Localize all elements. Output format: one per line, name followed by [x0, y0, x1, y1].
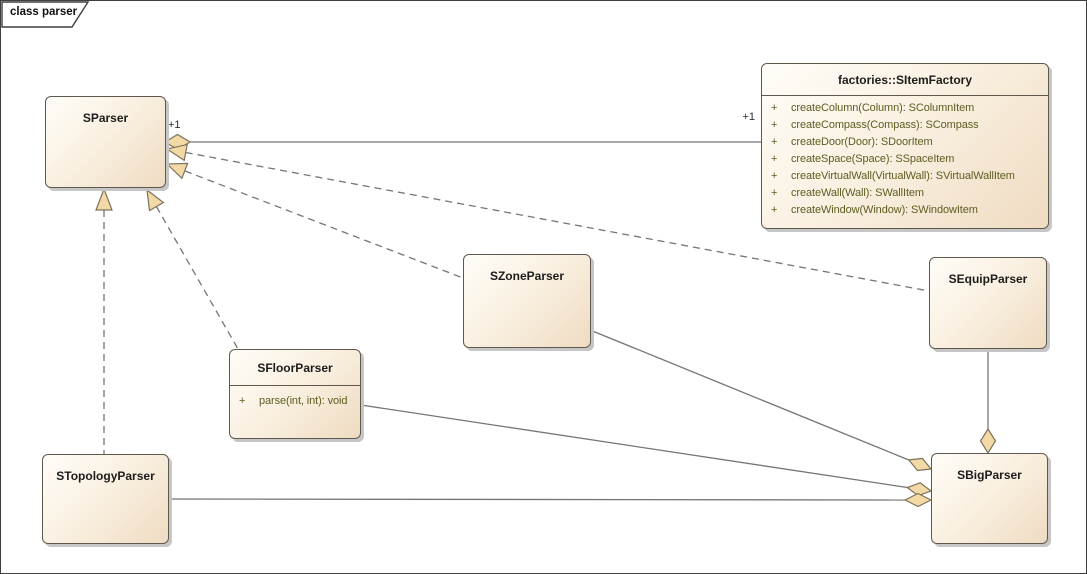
class-title: SZoneParser: [489, 269, 565, 283]
connector-aggregation-sbigparser-stopologyparser: [168, 492, 933, 508]
visibility: +: [771, 136, 778, 148]
method-row: + createVirtualWall(VirtualWall): SVirtu…: [762, 168, 1048, 185]
class-header: SFloorParser: [230, 350, 360, 386]
method-list: + createColumn(Column): SColumnItem + cr…: [762, 96, 1048, 219]
visibility: +: [239, 395, 246, 407]
method-signature: parse(int, int): void: [259, 395, 348, 407]
multiplicity-label-source: +1: [168, 119, 181, 131]
method-row: + createCompass(Compass): SCompass: [762, 117, 1048, 134]
connector-aggregation-sbigparser-sfloorparser: [360, 404, 933, 497]
generalization-arrowhead: [165, 162, 189, 180]
method-signature: createDoor(Door): SDoorItem: [791, 136, 933, 148]
method-row: + createColumn(Column): SColumnItem: [762, 100, 1048, 117]
method-signature: createSpace(Space): SSpaceItem: [791, 153, 955, 165]
visibility: +: [771, 204, 778, 216]
class-sbigparser[interactable]: SBigParser: [931, 453, 1048, 544]
diagram-frame-title: class parser: [10, 6, 78, 18]
generalization-arrowhead: [95, 187, 113, 211]
connector-line[interactable]: [168, 498, 906, 501]
method-row: + createSpace(Space): SSpaceItem: [762, 151, 1048, 168]
visibility: +: [771, 102, 778, 114]
method-signature: createWindow(Window): SWindowItem: [791, 204, 978, 216]
method-list: + parse(int, int): void: [230, 386, 360, 410]
connector-realization-szoneparser-sparser: [165, 162, 464, 279]
connector-aggregation-sbigparser-sequipparser: [979, 349, 997, 455]
class-title: STopologyParser: [56, 469, 155, 483]
aggregation-diamond: [907, 457, 933, 472]
method-signature: createCompass(Compass): SCompass: [791, 119, 979, 131]
class-title: SParser: [82, 111, 129, 125]
class-title: SBigParser: [957, 468, 1022, 482]
class-sparser[interactable]: SParser: [45, 96, 166, 188]
method-row: + parse(int, int): void: [230, 393, 360, 410]
connector-line[interactable]: [184, 170, 464, 279]
class-stopologyparser[interactable]: STopologyParser: [42, 454, 169, 544]
connector-line[interactable]: [155, 206, 239, 350]
visibility: +: [771, 153, 778, 165]
generalization-arrowhead: [165, 143, 188, 162]
connector-line[interactable]: [589, 329, 910, 461]
class-sequipparser[interactable]: SEquipParser: [929, 257, 1047, 349]
frame-tab-shape: [1, 1, 90, 28]
connector-realization-stopologyparser-sparser: [95, 187, 113, 454]
class-szoneparser[interactable]: SZoneParser: [463, 254, 591, 348]
method-row: + createWindow(Window): SWindowItem: [762, 202, 1048, 219]
method-signature: createVirtualWall(VirtualWall): SVirtual…: [791, 170, 1015, 182]
visibility: +: [771, 170, 778, 182]
class-title: SFloorParser: [257, 360, 333, 375]
class-title: SEquipParser: [948, 272, 1028, 286]
connector-realization-sequipparser-sparser: [165, 143, 930, 292]
connector-realization-sfloorparser-sparser: [146, 188, 239, 350]
multiplicity-label-target: +1: [742, 111, 755, 123]
method-signature: createWall(Wall): SWallItem: [791, 187, 924, 199]
aggregation-diamond: [906, 482, 933, 497]
connector-line[interactable]: [185, 151, 930, 292]
generalization-arrowhead: [146, 188, 165, 212]
class-sitemfactory[interactable]: factories::SItemFactory + createColumn(C…: [761, 63, 1049, 229]
class-title: factories::SItemFactory: [837, 72, 973, 87]
aggregation-diamond: [979, 427, 997, 455]
method-row: + createDoor(Door): SDoorItem: [762, 134, 1048, 151]
class-header: factories::SItemFactory: [762, 64, 1048, 96]
method-signature: createColumn(Column): SColumnItem: [791, 102, 975, 114]
connector-line[interactable]: [360, 404, 908, 489]
connector-aggregation-sbigparser-szoneparser: [589, 329, 933, 472]
class-sfloorparser[interactable]: SFloorParser + parse(int, int): void: [229, 349, 361, 439]
aggregation-diamond: [903, 492, 933, 508]
visibility: +: [771, 187, 778, 199]
method-row: + createWall(Wall): SWallItem: [762, 185, 1048, 202]
connector-aggregation-sparser-sitemfactory: [163, 133, 761, 151]
visibility: +: [771, 119, 778, 131]
